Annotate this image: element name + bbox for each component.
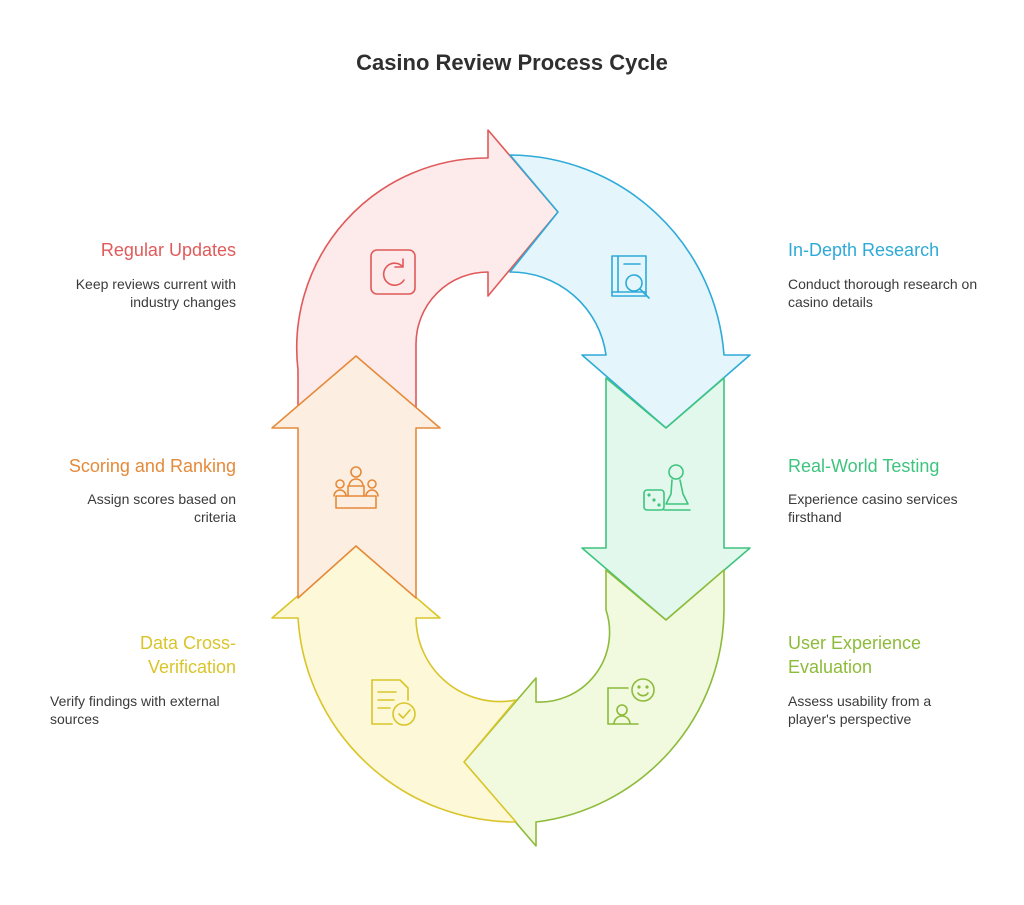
regular-updates-arrow [295,129,559,409]
book-search-icon [611,255,650,299]
step-title-user-experience: User Experience Evaluation [788,633,922,677]
data-verification-arrow [271,545,517,823]
user-feedback-icon [607,678,655,725]
user-experience-arrow [463,569,725,847]
step-title-in-depth-research: In-Depth Research [788,240,940,260]
diagram-title: Casino Review Process Cycle [356,50,668,75]
step-title-real-world-testing: Real-World Testing [788,456,940,476]
step-desc-data-verification: Verify findings with external sources [50,693,220,727]
real-world-testing-arrow [581,377,751,621]
step-title-regular-updates: Regular Updates [100,240,236,260]
step-title-scoring-ranking: Scoring and Ranking [68,456,236,476]
step-title-data-verification: Data Cross-Verification [139,633,236,677]
dice-pawn-icon [643,464,691,511]
step-desc-regular-updates: Keep reviews current with industry chang… [75,276,236,310]
step-desc-in-depth-research: Conduct thorough research on casino deta… [788,276,978,310]
refresh-icon [370,249,416,295]
podium-icon [333,466,379,509]
step-desc-real-world-testing: Experience casino services firsthand [788,491,958,525]
step-desc-scoring-ranking: Assign scores based on criteria [87,491,236,525]
document-check-icon [371,679,416,726]
step-desc-user-experience: Assess usability from a player's perspec… [788,693,932,727]
